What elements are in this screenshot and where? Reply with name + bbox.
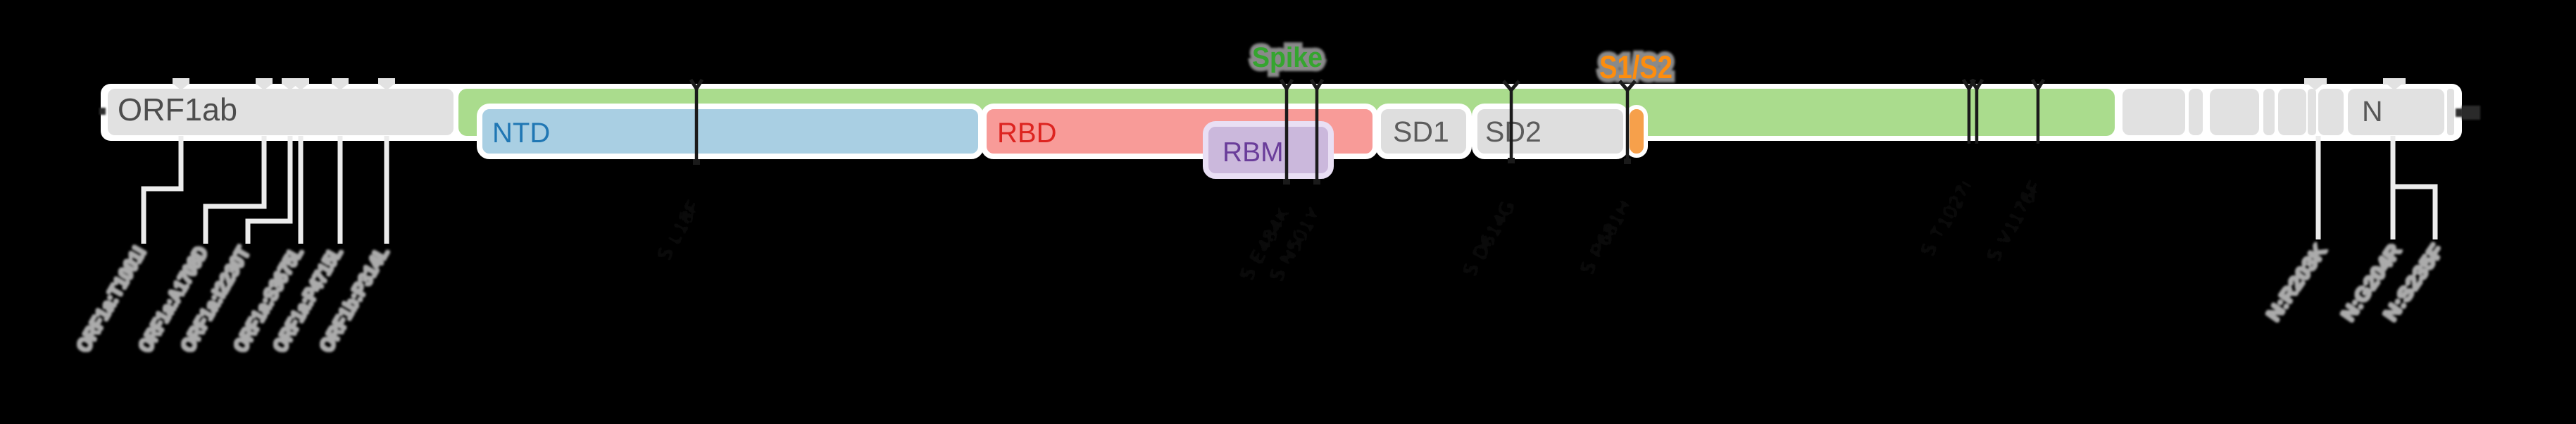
svg-text:NTD: NTD	[492, 118, 550, 149]
svg-text:N: N	[2362, 95, 2383, 127]
svg-text:Spike: Spike	[1252, 42, 1323, 73]
svg-text:RBD: RBD	[997, 118, 1056, 149]
svg-text:S:V1176F: S:V1176F	[1982, 176, 2046, 266]
svg-text:SD2: SD2	[1485, 116, 1542, 148]
svg-text:SD1: SD1	[1393, 116, 1449, 148]
svg-text:S:L18F: S:L18F	[652, 196, 705, 266]
svg-text:N:R203K: N:R203K	[2262, 240, 2331, 325]
svg-text:S1/S2: S1/S2	[1599, 49, 1672, 85]
svg-text:S:T1027I: S:T1027I	[1916, 176, 1978, 261]
svg-text:S:P681H: S:P681H	[1575, 196, 1636, 280]
svg-text:S:D614G: S:D614G	[1458, 196, 1520, 281]
svg-text:Spike: Spike	[1252, 42, 1323, 73]
svg-text:RBM: RBM	[1223, 137, 1284, 168]
svg-text:ORF1ab: ORF1ab	[118, 92, 237, 127]
